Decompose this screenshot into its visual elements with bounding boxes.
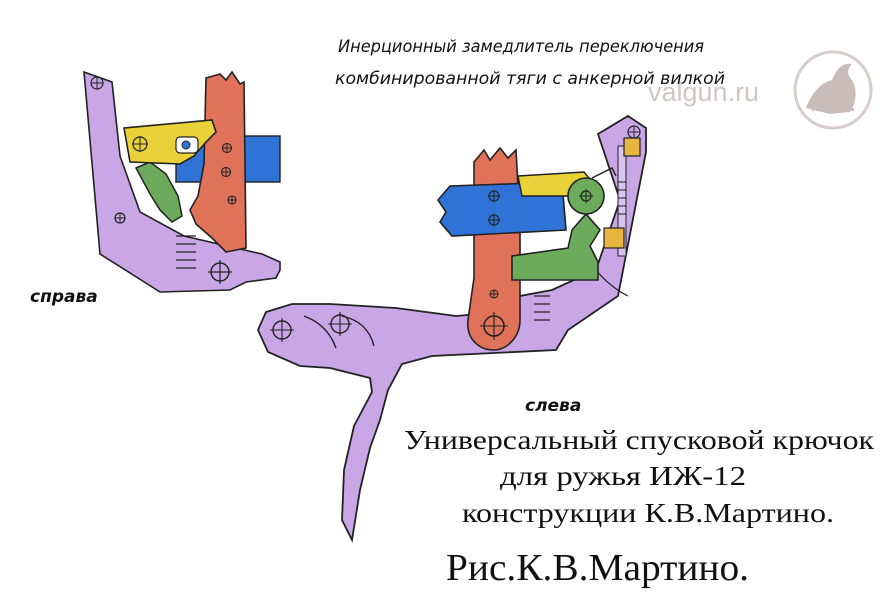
grouse-logo-icon bbox=[793, 50, 873, 130]
caption-line-2: для ружья ИЖ-12 bbox=[500, 461, 746, 491]
caption-line-3: конструкции К.В.Мартино. bbox=[462, 498, 834, 528]
left-side-view bbox=[257, 114, 647, 543]
right-side-view bbox=[83, 70, 281, 293]
right-trigger-frame bbox=[83, 70, 281, 293]
gold-spring-cap-icon bbox=[623, 137, 641, 157]
right-spring-icon bbox=[176, 235, 196, 269]
annotation-line-2: комбинированной тяги с анкерной вилкой bbox=[335, 69, 725, 88]
figure-credit: Рис.К.В.Мартино. bbox=[446, 547, 749, 589]
annotation-line-1: Инерционный замедлитель переключения bbox=[338, 37, 704, 56]
right-green-lever bbox=[134, 161, 183, 223]
right-red-sear bbox=[189, 70, 247, 253]
watermark-text: valgun.ru bbox=[648, 77, 759, 107]
label-right-side: справа bbox=[30, 287, 98, 307]
gold-spring-cap-icon bbox=[603, 227, 625, 249]
label-left-side: слева bbox=[525, 396, 581, 416]
caption-line-1: Универсальный спусковой крючок bbox=[404, 425, 875, 455]
vertical-guide-rod bbox=[617, 145, 627, 257]
left-spring-icon bbox=[534, 295, 550, 321]
left-green-lever bbox=[511, 212, 601, 281]
